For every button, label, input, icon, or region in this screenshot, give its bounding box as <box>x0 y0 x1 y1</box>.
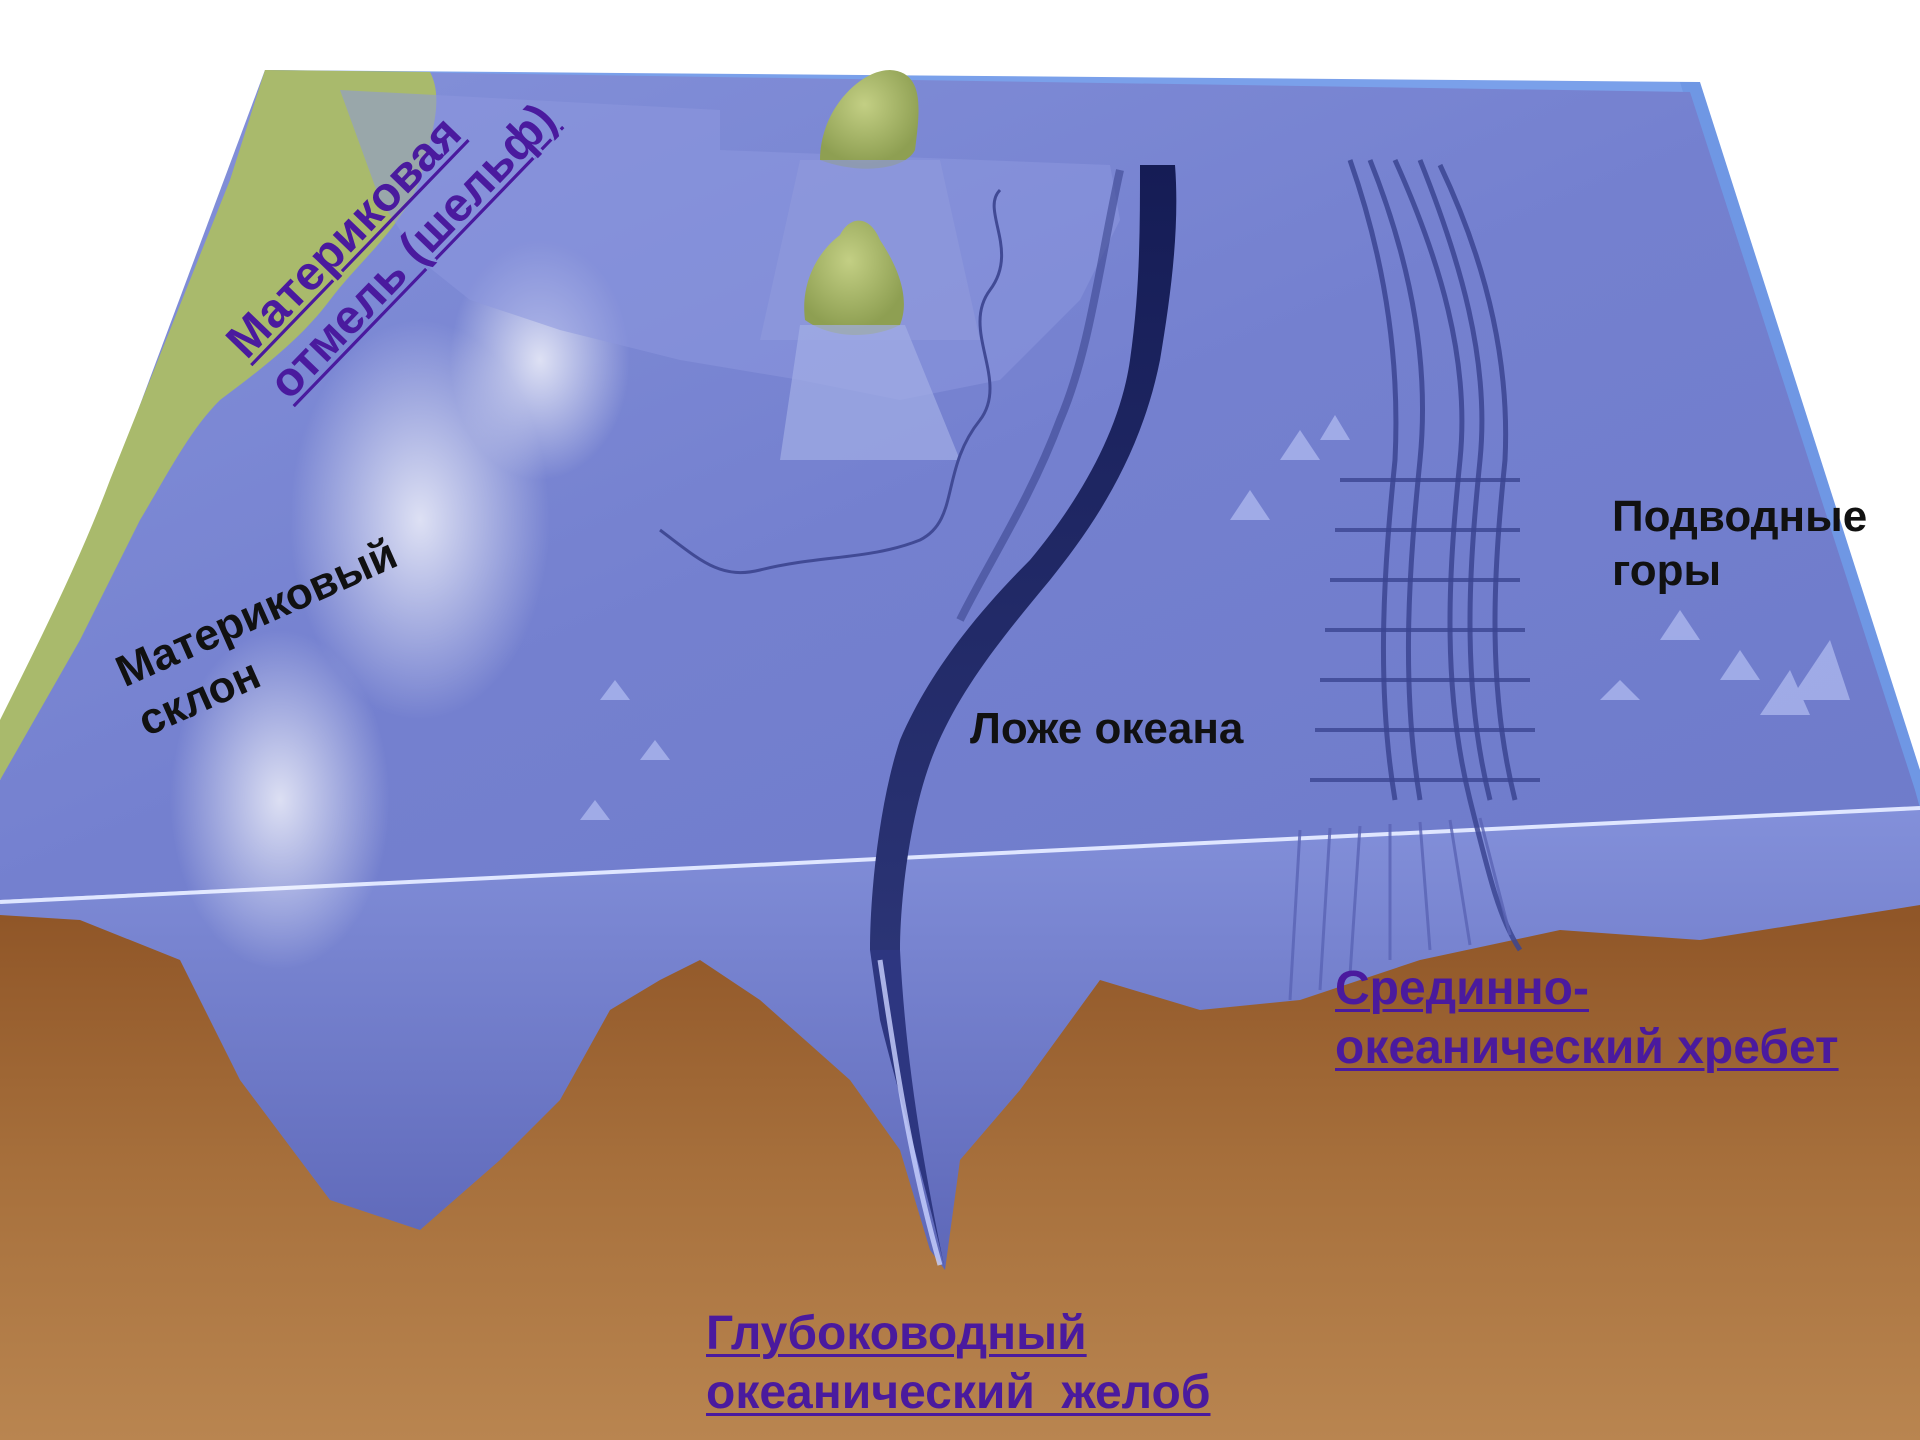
label-mid-ocean-ridge-link[interactable]: Срединно- океанический хребет <box>1335 960 1839 1077</box>
label-seamounts-line2: горы <box>1612 544 1867 598</box>
label-deep-trench-link[interactable]: Глубоководный океанический желоб <box>706 1305 1211 1422</box>
label-trench-line2: океанический желоб <box>706 1364 1211 1423</box>
label-ridge-line2: океанический хребет <box>1335 1019 1839 1078</box>
label-seamounts: Подводные горы <box>1612 490 1867 597</box>
label-seamounts-line1: Подводные <box>1612 490 1867 544</box>
label-ocean-bed: Ложе океана <box>970 702 1243 756</box>
label-trench-line1: Глубоководный <box>706 1305 1211 1364</box>
label-ridge-line1: Срединно- <box>1335 960 1839 1019</box>
